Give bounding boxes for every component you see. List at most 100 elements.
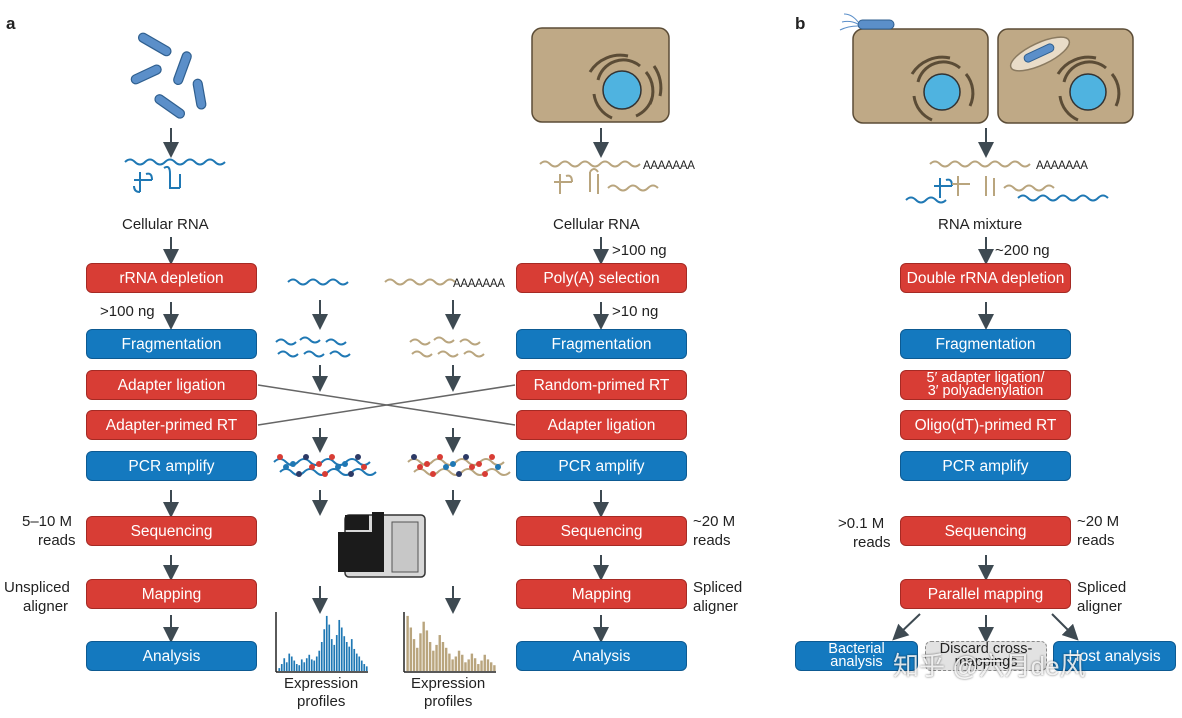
- polya-selection-step: Poly(A) selection: [516, 263, 687, 293]
- expression-bar: [464, 662, 467, 671]
- expression-bar: [448, 653, 451, 671]
- expression-bar: [348, 646, 351, 671]
- expression-bar: [340, 627, 343, 671]
- expression-bar: [345, 642, 348, 671]
- expression-bar: [365, 666, 368, 671]
- library-dot: [329, 454, 335, 460]
- middle-polya-tail: AAAAAAA: [453, 278, 505, 290]
- right-fragmentation-step: Fragmentation: [516, 329, 687, 359]
- left-pcr-amplify-step: PCR amplify: [86, 451, 257, 481]
- library-dot: [277, 454, 283, 460]
- expression-bar: [350, 639, 353, 671]
- bacterial-analysis-line2: analysis: [830, 654, 883, 670]
- bacterial-analysis-line1: Bacterial: [828, 641, 885, 657]
- expression-bar: [288, 653, 291, 671]
- left-aligner-type: Unspliced: [4, 579, 70, 596]
- expression-bar: [325, 615, 328, 671]
- right-mapping-step: Mapping: [516, 579, 687, 609]
- flow-arrow: [1051, 613, 1079, 641]
- expression-bar: [300, 659, 303, 671]
- adapter-primed-rt-step: Adapter-primed RT: [86, 410, 257, 440]
- right-selection-amount: >10 ng: [612, 303, 659, 320]
- expression-bar: [360, 660, 363, 671]
- discard-cross-mappings-step: Discard cross- mappings: [925, 641, 1047, 671]
- left-fragmentation-step: Fragmentation: [86, 329, 257, 359]
- host-analysis-step: Host analysis: [1053, 641, 1176, 671]
- expression-bar: [486, 659, 490, 671]
- expression-profiles-right-2: profiles: [424, 693, 473, 710]
- library-dot: [495, 464, 501, 470]
- library-dot: [361, 464, 367, 470]
- library-dot: [303, 454, 309, 460]
- expression-bar: [425, 630, 429, 671]
- panel-b-source-label: RNA mixture: [938, 216, 1023, 233]
- right-source-label: Cellular RNA: [553, 216, 640, 233]
- left-sequencing-step: Sequencing: [86, 516, 257, 546]
- expression-bar: [461, 654, 464, 671]
- expression-profiles-left-1: Expression: [284, 675, 359, 692]
- parallel-mapping-step: Parallel mapping: [900, 579, 1071, 609]
- panel-b-reads-right-unit: reads: [1077, 532, 1115, 549]
- expression-bar: [323, 629, 326, 671]
- expression-bar: [422, 621, 425, 671]
- library-dot: [482, 471, 488, 477]
- expression-bar: [473, 658, 477, 671]
- left-aligner-word: aligner: [23, 598, 69, 615]
- expression-bar: [320, 642, 323, 671]
- library-dot: [463, 454, 469, 460]
- expression-bar: [438, 635, 441, 671]
- expression-bar: [283, 658, 286, 671]
- expression-bar: [483, 654, 486, 671]
- expression-bar: [328, 624, 331, 671]
- left-depletion-amount: >100 ng: [100, 303, 155, 320]
- rrna-depletion-step: rRNA depletion: [86, 263, 257, 293]
- library-dot: [355, 454, 361, 460]
- expression-bar: [313, 660, 316, 671]
- panel-a-label: a: [6, 14, 16, 33]
- expression-bar: [470, 653, 474, 671]
- library-dot: [290, 461, 296, 467]
- expression-bar: [416, 647, 419, 671]
- left-analysis-step: Analysis: [86, 641, 257, 671]
- expression-bar: [363, 664, 366, 671]
- panel-b-aligner-word: aligner: [1077, 598, 1123, 615]
- amplified-library-illustration: [273, 458, 511, 476]
- host-cell-illustration: [531, 27, 670, 123]
- expression-bar: [451, 659, 454, 671]
- expression-bar: [467, 659, 470, 671]
- expression-bar: [409, 627, 413, 671]
- expression-chart-right: [403, 612, 496, 673]
- expression-bar: [330, 639, 333, 671]
- library-dot: [424, 461, 430, 467]
- right-pcr-amplify-step: PCR amplify: [516, 451, 687, 481]
- panel-b-reads-left-count: >0.1 M: [838, 515, 885, 532]
- library-dot: [342, 461, 348, 467]
- library-dot: [296, 471, 302, 477]
- panel-b-pcr-amplify-step: PCR amplify: [900, 451, 1071, 481]
- right-input-amount: >100 ng: [612, 242, 667, 259]
- expression-bar: [432, 650, 435, 671]
- expression-bar: [315, 656, 318, 671]
- panel-b-reads-left-unit: reads: [853, 534, 891, 551]
- left-reads-unit: reads: [38, 532, 76, 549]
- library-dot: [417, 464, 423, 470]
- panel-b-input-amount: ~200 ng: [995, 242, 1050, 259]
- adapter-ligation-polyadenylation-step: 5′ adapter ligation/ 3′ polyadenylation: [900, 370, 1071, 400]
- discard-line2: mappings: [954, 654, 1018, 670]
- library-dot: [316, 461, 322, 467]
- library-dot: [469, 464, 475, 470]
- expression-bar: [454, 656, 458, 671]
- fragment-illustrations: [275, 278, 485, 358]
- expression-bar: [285, 662, 288, 671]
- polyadenylation-line: 3′ polyadenylation: [927, 383, 1044, 399]
- host-rna-illustration: [539, 160, 659, 194]
- panel-b-fragmentation-step: Fragmentation: [900, 329, 1071, 359]
- bacterial-rna-illustration: [124, 158, 226, 193]
- rna-mixture-illustration: [905, 160, 1109, 204]
- expression-bar: [480, 660, 483, 671]
- expression-bar: [457, 650, 461, 671]
- library-dot: [443, 464, 449, 470]
- bacteria-illustration: [130, 32, 207, 119]
- library-dot: [437, 454, 443, 460]
